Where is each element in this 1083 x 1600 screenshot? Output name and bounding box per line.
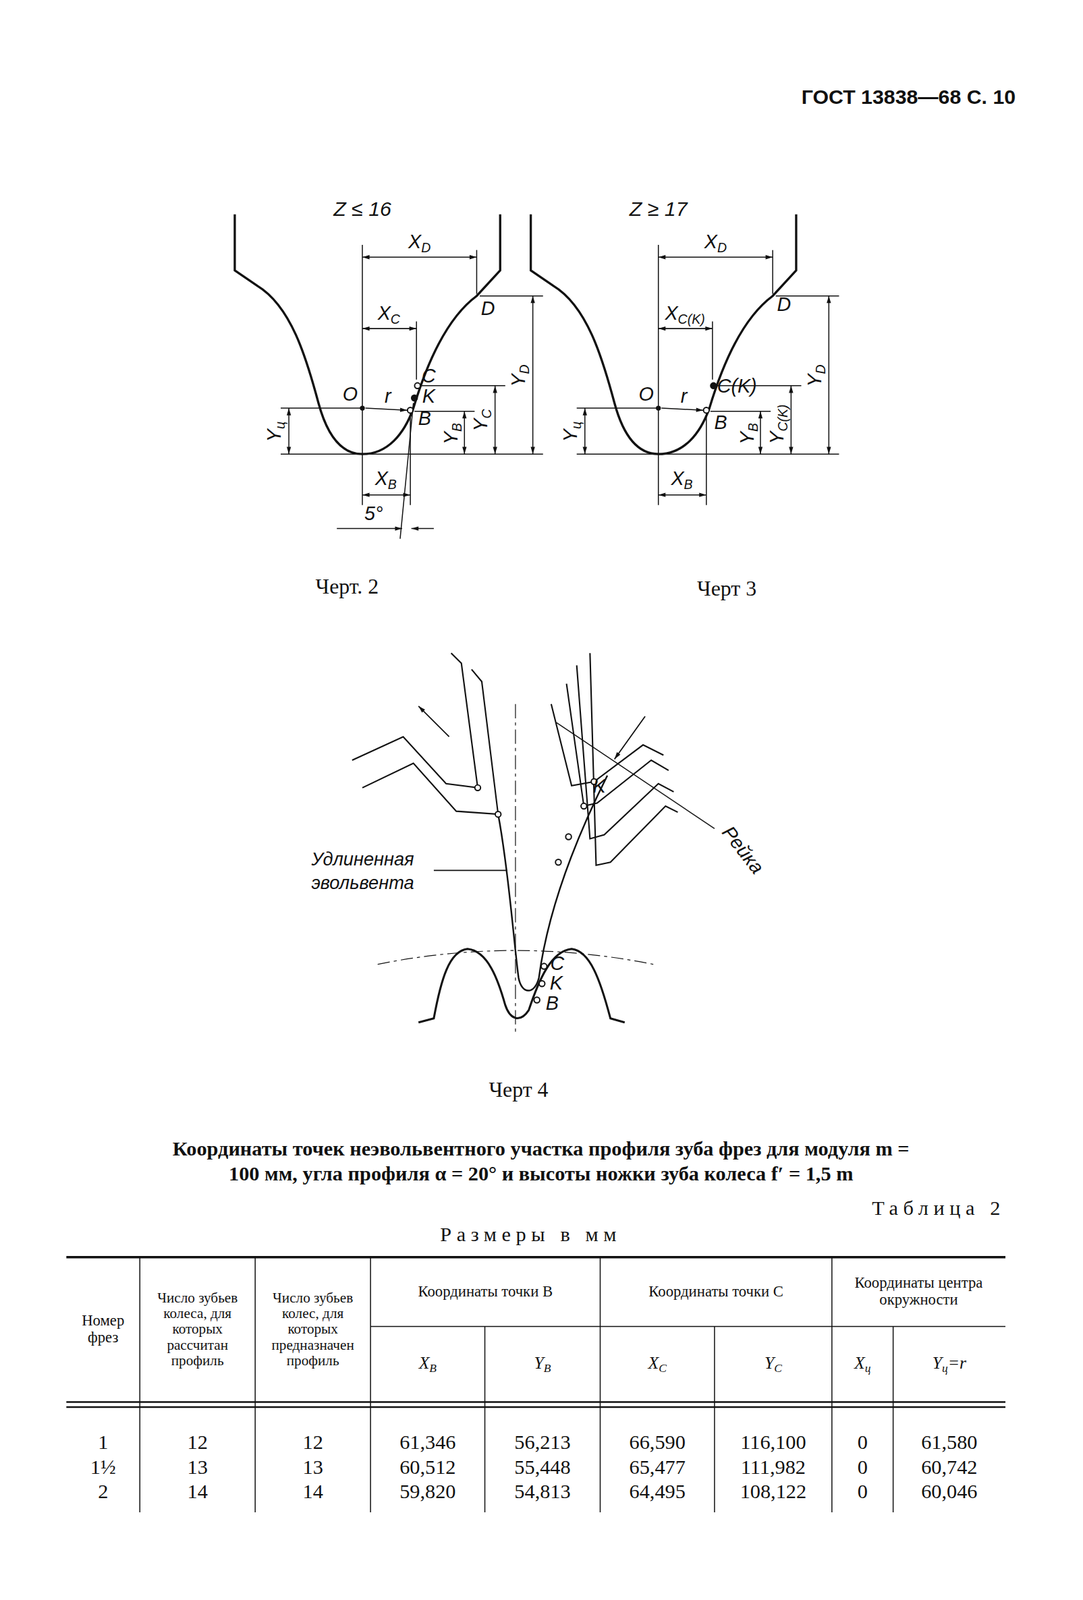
- table-title: Координаты точек неэвольвентного участка…: [163, 1136, 919, 1187]
- drawing-label: O: [638, 382, 654, 405]
- table-header: Номер фрез: [66, 1257, 140, 1403]
- table-cell: 1½: [66, 1455, 140, 1480]
- drawing-label: K: [422, 384, 436, 407]
- drawing-label: XB: [375, 467, 397, 492]
- table-header: Координаты центра окружности: [831, 1257, 1006, 1328]
- drawing-label: D: [776, 292, 791, 316]
- drawing-label: Z ≥ 17: [629, 197, 688, 222]
- drawing-label: Yц: [559, 421, 584, 442]
- table-header: Yц=r: [893, 1327, 1006, 1403]
- drawing-label: B: [418, 407, 432, 430]
- drawing-label: 5°: [364, 502, 383, 525]
- table-cell: 65,477: [599, 1455, 714, 1480]
- table-cell: 55,448: [485, 1455, 601, 1480]
- table-header: XC: [599, 1327, 714, 1403]
- table-cell: 60,046: [893, 1479, 1006, 1505]
- table-cell: 14: [139, 1479, 256, 1505]
- drawing-label: Z ≤ 16: [333, 197, 392, 222]
- table-header: Координаты точки B: [370, 1257, 600, 1328]
- table-cell: 1: [66, 1431, 140, 1456]
- drawing-label: K: [592, 774, 606, 797]
- drawing-label: C: [421, 364, 436, 387]
- units-note: Размеры в мм: [439, 1223, 622, 1247]
- table-cell: 2: [66, 1479, 140, 1505]
- table-cell: 111,982: [714, 1455, 832, 1480]
- table-cell: 59,820: [370, 1479, 485, 1505]
- drawing-label: YC(K): [765, 404, 791, 445]
- drawing-label: YB: [439, 423, 465, 445]
- table-header: Число зубьев колес, для которых предназн…: [255, 1257, 371, 1403]
- table-cell: 0: [831, 1455, 894, 1480]
- drawing-label: XD: [408, 230, 431, 256]
- drawing-label: XC: [377, 302, 401, 327]
- curve-label: Удлиненная эвольвента: [311, 847, 439, 896]
- drawing-label: r: [384, 384, 392, 407]
- drawing-label: O: [342, 382, 358, 405]
- figure-caption: Черт. 2: [315, 574, 380, 600]
- drawing-label: XD: [704, 230, 727, 256]
- drawing-label: YB: [736, 423, 761, 445]
- drawing-label: XC(K): [664, 302, 705, 327]
- page-header: ГОСТ 13838—68 С. 10: [801, 85, 1016, 109]
- tooth-profile-chart-2: [234, 214, 544, 540]
- table-cell: 64,495: [599, 1479, 714, 1505]
- table-cell: 66,590: [599, 1431, 714, 1456]
- table-cell: 116,100: [714, 1431, 832, 1456]
- generation-diagram: [352, 653, 715, 1036]
- drawing-label: YD: [507, 364, 532, 387]
- drawing-label: C: [550, 952, 565, 976]
- table-cell: 12: [139, 1431, 256, 1456]
- table-header: Координаты точки C: [599, 1257, 832, 1328]
- drawing-label: YD: [803, 364, 828, 387]
- drawing-label: XB: [670, 467, 693, 492]
- table-cell: 12: [255, 1431, 371, 1456]
- table-cell: 61,580: [893, 1431, 1006, 1456]
- table-cell: 0: [831, 1431, 894, 1456]
- drawing-label: Рейка: [717, 821, 769, 879]
- table-header: XB: [370, 1327, 485, 1403]
- figure-caption: Черт 4: [488, 1077, 548, 1103]
- drawing-label: r: [680, 384, 688, 407]
- table-cell: 54,813: [485, 1479, 601, 1505]
- drawing-label: C(K): [717, 374, 758, 397]
- table-cell: 14: [255, 1479, 371, 1505]
- table-cell: 0: [831, 1479, 894, 1505]
- table-header: Xц: [831, 1327, 894, 1403]
- table-header: YB: [485, 1327, 601, 1403]
- drawing-label: YC: [469, 409, 494, 432]
- drawing-label: B: [545, 992, 559, 1015]
- table-number: Таблица 2: [871, 1197, 1006, 1221]
- tooth-profile-chart-3: [531, 214, 840, 506]
- drawing-label: Yц: [263, 421, 288, 442]
- drawing-label: D: [481, 296, 496, 320]
- table-cell: 60,512: [370, 1455, 485, 1480]
- table-cell: 13: [139, 1455, 256, 1480]
- table-cell: 56,213: [485, 1431, 601, 1456]
- drawing-label: K: [549, 971, 563, 994]
- table-cell: 61,346: [370, 1431, 485, 1456]
- table-cell: 13: [255, 1455, 371, 1480]
- table-header: Число зубьев колеса, для которых рассчит…: [139, 1257, 256, 1403]
- table-cell: 60,742: [893, 1455, 1006, 1480]
- table-grid: [66, 1257, 1006, 1513]
- drawing-label: B: [713, 411, 727, 434]
- table-header: YC: [714, 1327, 832, 1403]
- figure-caption: Черт 3: [697, 576, 757, 602]
- table-cell: 108,122: [714, 1479, 832, 1505]
